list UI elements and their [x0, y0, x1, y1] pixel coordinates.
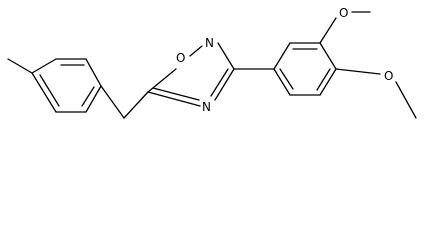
dimethoxyphenyl-ring [273, 42, 337, 96]
bond-methoxy-top-a [319, 17, 337, 44]
bonds [7, 11, 417, 119]
atom-label-methoxy-top-oxygen: O [339, 6, 348, 20]
molecule-structure: O N N O O [7, 6, 417, 119]
bond-ch2-b [123, 91, 149, 119]
bond-ch2-a [100, 85, 125, 119]
molecule-canvas: O N N O O [7, 6, 417, 119]
bond-methoxy-bottom-b [395, 81, 417, 119]
oxadiazole-ring [147, 42, 235, 107]
bond-methoxy-bottom-a [335, 68, 381, 75]
bond-methyl [7, 58, 33, 74]
atom-label-nitrogen-top: N [205, 36, 214, 50]
atom-label-methoxy-bottom-oxygen: O [384, 69, 393, 83]
atom-label-nitrogen-bottom: N [202, 100, 211, 114]
atom-label-oxygen: O [176, 51, 185, 65]
toluene-ring [31, 58, 102, 113]
